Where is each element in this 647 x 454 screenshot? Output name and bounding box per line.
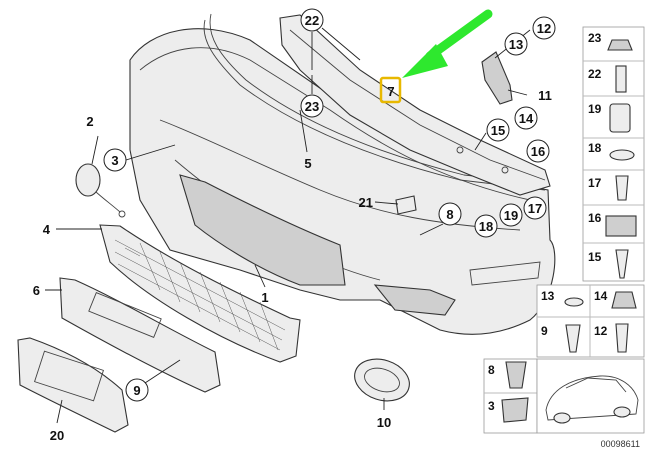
callout-14: 14 <box>519 111 534 126</box>
legend-label-12: 12 <box>594 324 608 338</box>
grille-mesh <box>99 224 301 363</box>
callout-23: 23 <box>305 99 319 114</box>
callout-11: 11 <box>538 88 552 103</box>
grommet-8-icon <box>505 361 527 389</box>
fastener-legend: 23 22 19 18 17 16 15 <box>582 26 645 282</box>
legend-label-17: 17 <box>588 176 602 190</box>
nut-icon <box>607 39 633 51</box>
callout-7: 7 <box>387 84 394 99</box>
bolt-12-icon <box>615 323 629 353</box>
callout-9-circle: 9 <box>125 378 149 402</box>
callout-17: 17 <box>528 201 542 216</box>
callout-4: 4 <box>43 222 51 237</box>
callout-14-circle: 14 <box>514 106 538 130</box>
callout-3: 3 <box>111 153 118 168</box>
bumper-cover <box>129 28 556 335</box>
clip-icon <box>615 175 629 201</box>
callout-16: 16 <box>531 144 545 159</box>
callout-5: 5 <box>304 156 311 171</box>
callout-21: 21 <box>359 195 373 210</box>
side-bracket <box>481 51 513 105</box>
callout-12-circle: 12 <box>532 16 556 40</box>
callout-13: 13 <box>509 37 523 52</box>
callout-23-mid-circle: 23 <box>300 94 324 118</box>
bumper-reinforcement <box>279 14 551 196</box>
callout-16-circle: 16 <box>526 139 550 163</box>
leader-lines <box>45 27 531 424</box>
callout-22: 22 <box>305 13 319 28</box>
diagram-id: 00098611 <box>601 439 640 449</box>
callout-1: 1 <box>261 290 268 305</box>
tow-eye-cover <box>75 163 126 218</box>
grommet-icon <box>609 103 631 133</box>
callout-17-circle: 17 <box>523 196 547 220</box>
fastener-legend-lower: 13 14 9 12 <box>536 284 645 358</box>
screw-icon <box>615 249 629 279</box>
callout-15: 15 <box>491 123 505 138</box>
legend-label-14: 14 <box>594 289 608 303</box>
callout-2: 2 <box>86 114 93 129</box>
legend-label-8: 8 <box>488 363 495 377</box>
trim-strip <box>203 13 549 191</box>
callout-3-circle: 3 <box>103 148 127 172</box>
fog-lamp-cover <box>354 358 410 402</box>
callout-12: 12 <box>537 21 551 36</box>
license-plate-bracket <box>17 337 129 433</box>
bracket-clip-icon <box>605 215 637 237</box>
legend-label-13: 13 <box>541 289 555 303</box>
legend-bottom-left: 8 3 <box>483 358 538 434</box>
washer-13-icon <box>564 297 584 307</box>
car-thumbnail-icon <box>536 358 645 434</box>
callout-9: 9 <box>133 383 140 398</box>
callout-8: 8 <box>446 207 453 222</box>
callout-10: 10 <box>377 415 391 430</box>
highlight-box <box>379 76 402 104</box>
clip-3-icon <box>501 397 529 423</box>
washer-icon <box>609 149 635 161</box>
legend-label-22: 22 <box>588 67 602 81</box>
callout-18: 18 <box>479 219 493 234</box>
nut-14-icon <box>611 291 637 309</box>
callout-20: 20 <box>50 428 64 443</box>
callout-18-circle: 18 <box>474 214 498 238</box>
legend-label-15: 15 <box>588 250 602 264</box>
legend-label-18: 18 <box>588 141 602 155</box>
license-plate-base <box>59 277 221 393</box>
callout-23-top-circle: 22 <box>300 8 324 32</box>
green-arrow-icon <box>402 9 493 78</box>
callout-19: 19 <box>504 208 518 223</box>
callout-8-circle: 8 <box>438 202 462 226</box>
bolt-icon <box>615 65 627 93</box>
legend-label-16: 16 <box>588 211 602 225</box>
legend-label-19: 19 <box>588 102 602 116</box>
callout-6: 6 <box>33 283 40 298</box>
legend-label-9: 9 <box>541 324 548 338</box>
legend-label-23: 23 <box>588 31 602 45</box>
callout-13-circle: 13 <box>504 32 528 56</box>
push-clip-icon <box>565 324 581 353</box>
legend-label-3: 3 <box>488 399 495 413</box>
callout-19-circle: 19 <box>499 203 523 227</box>
callout-15-circle: 15 <box>486 118 510 142</box>
clip-21 <box>395 195 417 215</box>
